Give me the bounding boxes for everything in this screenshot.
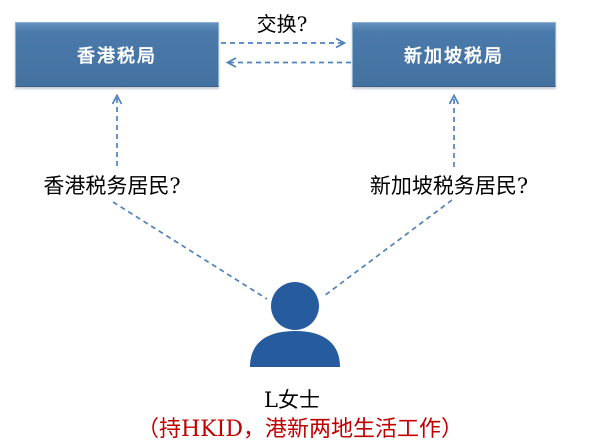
hk-tax-bureau-label: 香港税局 [77, 45, 157, 67]
sg-tax-bureau-label: 新加坡税局 [404, 45, 504, 67]
sg-tax-bureau-box: 新加坡税局 [352, 22, 556, 87]
hk-tax-bureau-box: 香港税局 [15, 22, 219, 87]
person-name-label: L女士 [264, 388, 320, 412]
hk-resident-question-label: 香港税务居民? [43, 174, 181, 198]
person-to-hk-line [112, 201, 268, 300]
exchange-question-label: 交换? [256, 12, 308, 36]
person-note-label: （持HKID，港新两地生活工作） [137, 417, 463, 442]
person-icon [250, 282, 340, 367]
sg-resident-question-label: 新加坡税务居民? [369, 174, 529, 198]
person-to-sg-line [323, 199, 453, 297]
